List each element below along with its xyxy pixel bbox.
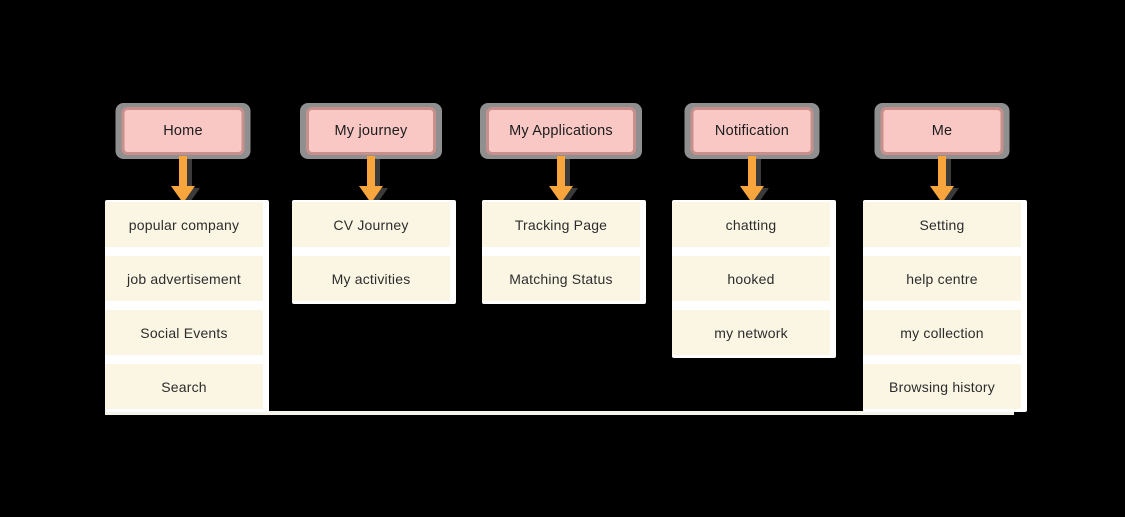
- arrow-down-icon: [930, 156, 954, 203]
- subpage-list-my-applications: Tracking Page Matching Status: [482, 200, 646, 304]
- subpage-item[interactable]: My activities: [292, 256, 450, 301]
- subpage-list-home: popular company job advertisement Social…: [105, 200, 269, 412]
- subpage-item[interactable]: Social Events: [105, 310, 263, 355]
- arrow-down-icon: [740, 156, 764, 203]
- subpage-list-me: Setting help centre my collection Browsi…: [863, 200, 1027, 412]
- nav-node-me-label: Me: [880, 107, 1004, 155]
- subpage-item[interactable]: Search: [105, 364, 263, 409]
- subpage-list-my-journey: CV Journey My activities: [292, 200, 456, 304]
- nav-node-home-label: Home: [121, 107, 245, 155]
- subpage-item[interactable]: Setting: [863, 202, 1021, 247]
- subpage-item[interactable]: job advertisement: [105, 256, 263, 301]
- subpage-item[interactable]: popular company: [105, 202, 263, 247]
- nav-node-my-journey-label: My journey: [306, 107, 436, 155]
- subpage-item[interactable]: my network: [672, 310, 830, 355]
- bottom-divider: [105, 411, 1014, 415]
- arrow-down-icon: [549, 156, 573, 203]
- subpage-item[interactable]: help centre: [863, 256, 1021, 301]
- subpage-item[interactable]: Browsing history: [863, 364, 1021, 409]
- subpage-item[interactable]: CV Journey: [292, 202, 450, 247]
- subpage-list-notification: chatting hooked my network: [672, 200, 836, 358]
- subpage-item[interactable]: Matching Status: [482, 256, 640, 301]
- nav-node-my-journey[interactable]: My journey: [300, 103, 442, 159]
- subpage-item[interactable]: hooked: [672, 256, 830, 301]
- subpage-item[interactable]: chatting: [672, 202, 830, 247]
- nav-node-my-applications-label: My Applications: [486, 107, 636, 155]
- arrow-down-icon: [171, 156, 195, 203]
- nav-node-notification-label: Notification: [690, 107, 814, 155]
- subpage-item[interactable]: Tracking Page: [482, 202, 640, 247]
- nav-node-my-applications[interactable]: My Applications: [480, 103, 642, 159]
- nav-node-notification[interactable]: Notification: [684, 103, 820, 159]
- nav-node-home[interactable]: Home: [115, 103, 251, 159]
- subpage-item[interactable]: my collection: [863, 310, 1021, 355]
- nav-node-me[interactable]: Me: [874, 103, 1010, 159]
- arrow-down-icon: [359, 156, 383, 203]
